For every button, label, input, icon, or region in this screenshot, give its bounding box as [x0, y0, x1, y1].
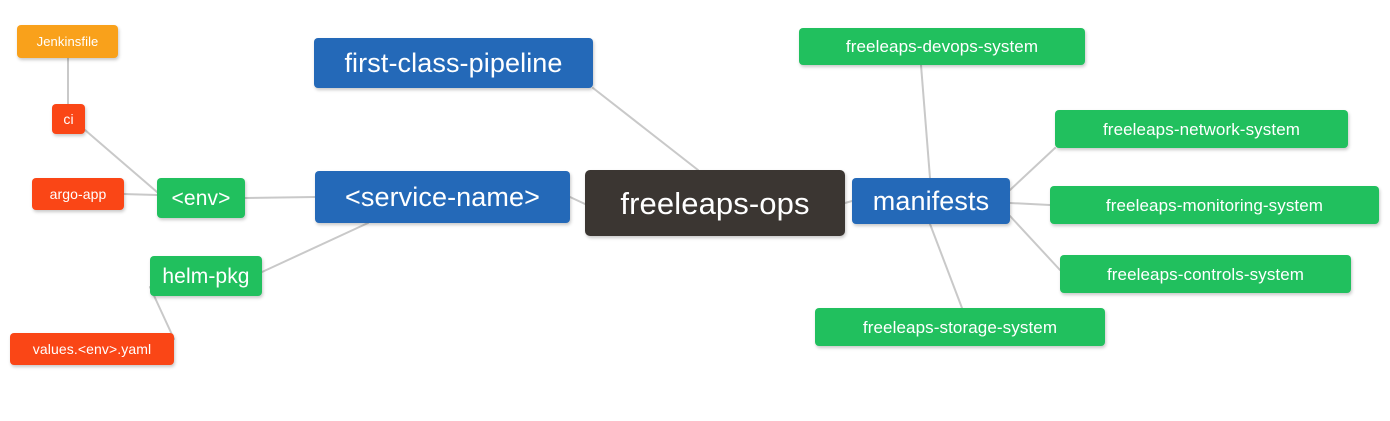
node-label: values.<env>.yaml	[32, 341, 152, 357]
edge-manifests-to-controls-system	[1009, 215, 1061, 271]
node-values-yaml[interactable]: values.<env>.yaml	[10, 333, 174, 365]
edge-root-to-service-name	[569, 196, 586, 205]
node-network-system[interactable]: freeleaps-network-system	[1055, 110, 1348, 148]
node-label: <env>	[171, 186, 231, 210]
node-controls-system[interactable]: freeleaps-controls-system	[1060, 255, 1351, 293]
edge-manifests-to-devops-system	[920, 64, 931, 179]
node-label: <service-name>	[345, 181, 540, 212]
node-label: freeleaps-controls-system	[1106, 264, 1305, 284]
node-storage-system[interactable]: freeleaps-storage-system	[815, 308, 1105, 346]
edge-root-to-manifests	[844, 200, 853, 204]
node-label: manifests	[872, 185, 990, 216]
edge-service-name-to-helm-pkg	[261, 222, 369, 273]
node-service-name[interactable]: <service-name>	[315, 171, 570, 223]
node-label: freeleaps-ops	[620, 185, 810, 221]
node-label: freeleaps-storage-system	[862, 317, 1058, 337]
edge-manifests-to-network-system	[1009, 147, 1056, 191]
node-jenkinsfile[interactable]: Jenkinsfile	[17, 25, 118, 58]
node-monitoring-system[interactable]: freeleaps-monitoring-system	[1050, 186, 1379, 224]
node-argo-app[interactable]: argo-app	[32, 178, 124, 210]
node-label: freeleaps-devops-system	[845, 37, 1039, 56]
node-label: helm-pkg	[162, 264, 250, 288]
node-helm-pkg[interactable]: helm-pkg	[150, 256, 262, 296]
edge-manifests-to-storage-system	[929, 223, 963, 309]
node-label: freeleaps-network-system	[1102, 119, 1301, 139]
node-label: freeleaps-monitoring-system	[1105, 195, 1324, 215]
node-ci[interactable]: ci	[52, 104, 85, 134]
node-label: ci	[63, 111, 74, 127]
node-label: argo-app	[49, 186, 107, 202]
node-devops-system[interactable]: freeleaps-devops-system	[799, 28, 1085, 65]
edge-env-to-argo-app	[123, 193, 158, 196]
node-root[interactable]: freeleaps-ops	[585, 170, 845, 236]
node-manifests[interactable]: manifests	[852, 178, 1010, 224]
node-env[interactable]: <env>	[157, 178, 245, 218]
node-first-class[interactable]: first-class-pipeline	[314, 38, 593, 88]
node-label: first-class-pipeline	[344, 47, 563, 78]
edge-root-to-first-class	[592, 87, 699, 171]
edge-manifests-to-monitoring-system	[1009, 202, 1051, 206]
edge-service-name-to-env	[244, 196, 316, 199]
node-label: Jenkinsfile	[36, 34, 99, 49]
